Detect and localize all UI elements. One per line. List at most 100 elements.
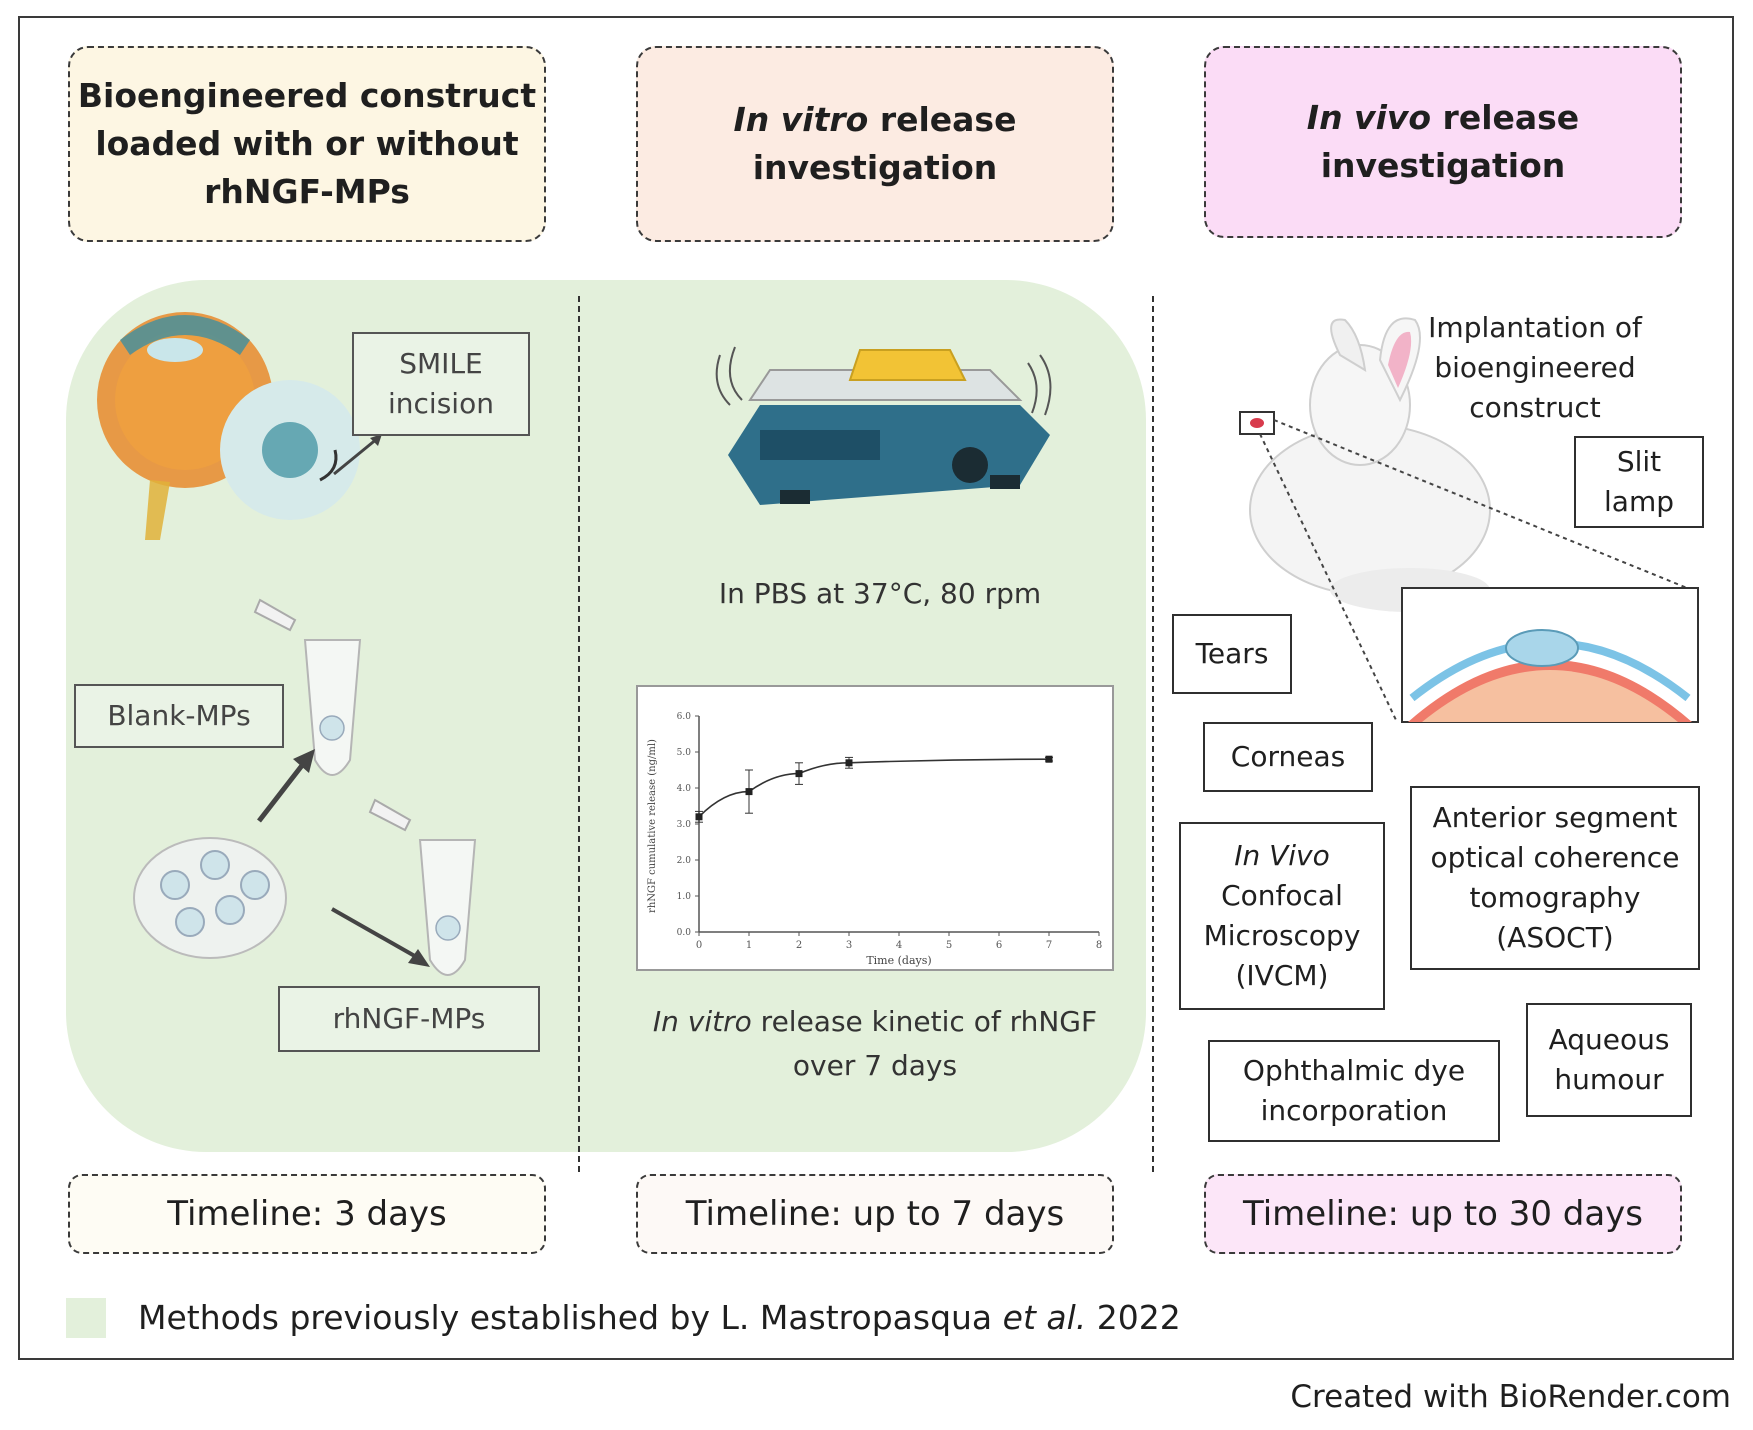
dye-box: Ophthalmic dye incorporation — [1208, 1040, 1500, 1142]
invivo-title-line2: investigation — [1320, 146, 1566, 185]
data-point — [845, 759, 853, 767]
construct-timeline: Timeline: 3 days — [68, 1174, 546, 1254]
y-tick-label: 0.0 — [677, 928, 692, 938]
kinetic-caption-italic: In vitro — [652, 1005, 752, 1038]
rhngf-tube-icon — [368, 798, 477, 976]
data-point — [745, 788, 753, 796]
y-axis-label: rhNGF cumulative release (ng/ml) — [647, 739, 658, 913]
invivo-title-rest: release — [1431, 98, 1580, 137]
asoct-line3: tomography — [1469, 881, 1641, 914]
invitro-title-rest: release — [868, 100, 1017, 139]
legend-text-after: 2022 — [1086, 1298, 1181, 1337]
ivcm-line4: (IVCM) — [1235, 959, 1329, 992]
smile-incision-box: SMILE incision — [352, 332, 530, 436]
data-point — [795, 770, 803, 778]
tears-label: Tears — [1195, 637, 1269, 670]
blank-mps-label: Blank-MPs — [107, 699, 251, 732]
ivcm-box: In Vivo Confocal Microscopy (IVCM) — [1179, 822, 1385, 1010]
invitro-timeline: Timeline: up to 7 days — [636, 1174, 1114, 1254]
chart-border — [636, 685, 1114, 971]
invivo-timeline-text: Timeline: up to 30 days — [1242, 1194, 1644, 1234]
ivcm-line3: Microscopy — [1203, 919, 1361, 952]
series-line — [698, 758, 1050, 818]
x-tick-label: 5 — [946, 940, 952, 951]
rhngf-mps-box: rhNGF-MPs — [278, 986, 540, 1052]
eye-highlight-box — [1239, 411, 1275, 435]
panel-divider-1 — [578, 296, 580, 1172]
asoct-line4: (ASOCT) — [1496, 921, 1614, 954]
blank-mps-box: Blank-MPs — [74, 684, 284, 748]
petri-dish-icon — [133, 837, 287, 959]
rabbit-illustration — [1239, 317, 1693, 721]
construct-header: Bioengineered construct loaded with or w… — [68, 46, 546, 242]
dye-line1: Ophthalmic dye — [1242, 1054, 1466, 1087]
biorender-credit: Created with BioRender.com — [1290, 1379, 1731, 1415]
slit-lamp-line2: lamp — [1604, 485, 1674, 518]
kinetic-caption-line2: over 7 days — [792, 1049, 958, 1082]
implantation-caption: Implantation of bioengineered construct — [1395, 308, 1675, 428]
asoct-line1: Anterior segment — [1432, 801, 1678, 834]
kinetic-caption-rest: release kinetic of rhNGF — [751, 1005, 1098, 1038]
corneas-box: Corneas — [1203, 722, 1373, 792]
corneas-label: Corneas — [1230, 740, 1346, 773]
construct-timeline-text: Timeline: 3 days — [167, 1194, 447, 1234]
x-tick-label: 1 — [746, 940, 752, 951]
shaker-illustration — [715, 346, 1052, 505]
implantation-line3: construct — [1469, 391, 1601, 424]
implantation-line1: Implantation of — [1428, 311, 1642, 344]
x-tick-label: 4 — [896, 940, 902, 951]
construct-title-line3: rhNGF-MPs — [204, 172, 410, 211]
invitro-title-line2: investigation — [752, 148, 998, 187]
y-tick-label: 1.0 — [677, 892, 692, 902]
construct-title-line1: Bioengineered construct — [77, 76, 537, 115]
dye-line2: incorporation — [1260, 1094, 1448, 1127]
aqueous-line2: humour — [1554, 1063, 1664, 1096]
aqueous-line1: Aqueous — [1548, 1023, 1670, 1056]
x-tick-label: 2 — [796, 940, 802, 951]
y-tick-label: 5.0 — [677, 748, 692, 758]
legend-text: Methods previously established by L. Mas… — [138, 1296, 1181, 1340]
invivo-timeline: Timeline: up to 30 days — [1204, 1174, 1682, 1254]
data-point — [695, 813, 703, 821]
invitro-timeline-text: Timeline: up to 7 days — [685, 1194, 1065, 1234]
y-tick-label: 6.0 — [677, 712, 692, 722]
construct-title-line2: loaded with or without — [95, 124, 519, 163]
invitro-header: In vitro release investigation — [636, 46, 1114, 242]
aqueous-box: Aqueous humour — [1526, 1003, 1692, 1117]
x-tick-label: 0 — [696, 940, 702, 951]
legend-text-before: Methods previously established by L. Mas… — [138, 1298, 1003, 1337]
y-tick-label: 3.0 — [677, 820, 692, 830]
invivo-title-italic: In vivo — [1306, 98, 1432, 137]
invitro-title-italic: In vitro — [733, 100, 869, 139]
rhngf-arrow — [331, 907, 430, 967]
smile-label-line1: SMILE — [399, 347, 483, 380]
blank-tube-icon — [253, 598, 362, 776]
tears-box: Tears — [1172, 614, 1292, 694]
x-tick-label: 3 — [846, 940, 852, 951]
y-tick-label: 2.0 — [677, 856, 692, 866]
slit-lamp-line1: Slit — [1616, 445, 1662, 478]
blank-arrow — [257, 749, 315, 823]
ivcm-line1: In Vivo — [1234, 839, 1330, 872]
cornea-section-icon — [1401, 587, 1699, 723]
figure-frame — [18, 16, 1734, 1360]
invivo-header: In vivo release investigation — [1204, 46, 1682, 238]
y-tick-label: 4.0 — [677, 784, 692, 794]
asoct-line2: optical coherence — [1430, 841, 1680, 874]
legend-text-italic: et al. — [1002, 1298, 1087, 1337]
release-chart: 0 1 2 3 4 5 6 7 8 0.0 1.0 2.0 3.0 4.0 5.0 6.0 Time (day… — [636, 685, 1114, 971]
legend-swatch — [66, 1298, 106, 1338]
shaker-caption: In PBS at 37°C, 80 rpm — [718, 577, 1042, 610]
rhngf-mps-label: rhNGF-MPs — [332, 1002, 486, 1035]
kinetic-caption: In vitro release kinetic of rhNGF over 7… — [640, 1000, 1110, 1088]
smile-arrow — [333, 434, 382, 476]
x-tick-label: 8 — [1096, 940, 1102, 951]
eye-illustration — [97, 312, 360, 540]
slit-lamp-box: Slit lamp — [1574, 436, 1704, 528]
x-tick-label: 6 — [996, 940, 1002, 951]
panel-divider-2 — [1152, 296, 1154, 1172]
ivcm-line2: Confocal — [1221, 879, 1343, 912]
smile-label-line2: incision — [388, 387, 494, 420]
x-tick-label: 7 — [1046, 940, 1052, 951]
x-axis-label: Time (days) — [866, 954, 931, 967]
